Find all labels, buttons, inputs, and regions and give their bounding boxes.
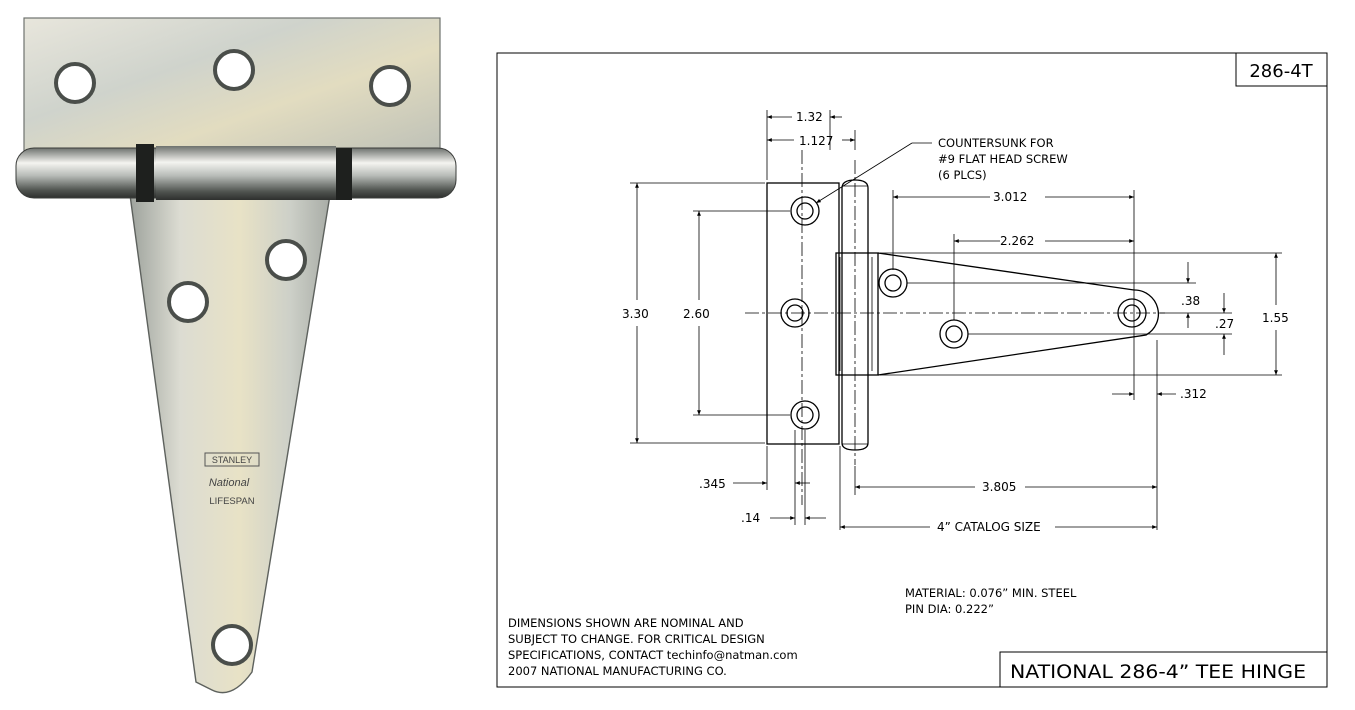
note-line-2: SUBJECT TO CHANGE. FOR CRITICAL DESIGN [508,632,765,646]
dimension-lines [630,110,1282,530]
dim-1-55: 1.55 [1262,311,1289,325]
hinge-photo: STANLEY National LIFESPAN [15,17,457,694]
dim-3-30: 3.30 [622,307,649,321]
part-number-box [1235,52,1328,87]
general-notes: DIMENSIONS SHOWN ARE NOMINAL AND SUBJECT… [508,616,798,678]
dim-3-012: 3.012 [993,190,1027,204]
material-spec: MATERIAL: 0.076” MIN. STEEL PIN DIA: 0.2… [905,586,1077,616]
material-line-2: PIN DIA: 0.222” [905,602,994,616]
material-line-1: MATERIAL: 0.076” MIN. STEEL [905,586,1077,600]
title-block-box [999,651,1328,688]
hinge-outline [766,179,1159,451]
note-line-1: DIMENSIONS SHOWN ARE NOMINAL AND [508,616,744,630]
stanley-stamp-box [204,452,260,467]
dim-2-262: 2.262 [1000,234,1034,248]
callout-line-1: COUNTERSUNK FOR [938,136,1054,150]
stamp-stanley: STANLEY [212,455,252,465]
dim-0-312: .312 [1180,387,1207,401]
part-number: 286-4T [1249,61,1313,82]
screw-holes [54,49,411,666]
countersunk-callout: COUNTERSUNK FOR #9 FLAT HEAD SCREW (6 PL… [938,136,1068,182]
centerlines [745,150,1165,505]
stamp-national: National [209,477,250,489]
dim-1-127: 1.127 [799,134,833,148]
dim-1-32: 1.32 [796,110,823,124]
countersunk-holes [780,196,1147,430]
dim-2-60: 2.60 [683,307,710,321]
note-line-4: 2007 NATIONAL MANUFACTURING CO. [508,664,727,678]
dim-0-38: .38 [1181,294,1200,308]
callout-line-3: (6 PLCS) [938,168,987,182]
dim-0-14: .14 [741,511,760,525]
dim-0-345: .345 [699,477,726,491]
dim-3-805: 3.805 [982,480,1016,494]
stamp-lifespan: LIFESPAN [209,496,254,507]
callout-line-2: #9 FLAT HEAD SCREW [938,152,1068,166]
dim-0-27: .27 [1215,317,1234,331]
dim-catalog-size: 4” CATALOG SIZE [937,520,1041,534]
drawing-border [496,52,1328,688]
title-block: NATIONAL 286-4” TEE HINGE [1010,661,1306,683]
note-line-3: SPECIFICATIONS, CONTACT techinfo@natman.… [508,648,798,662]
